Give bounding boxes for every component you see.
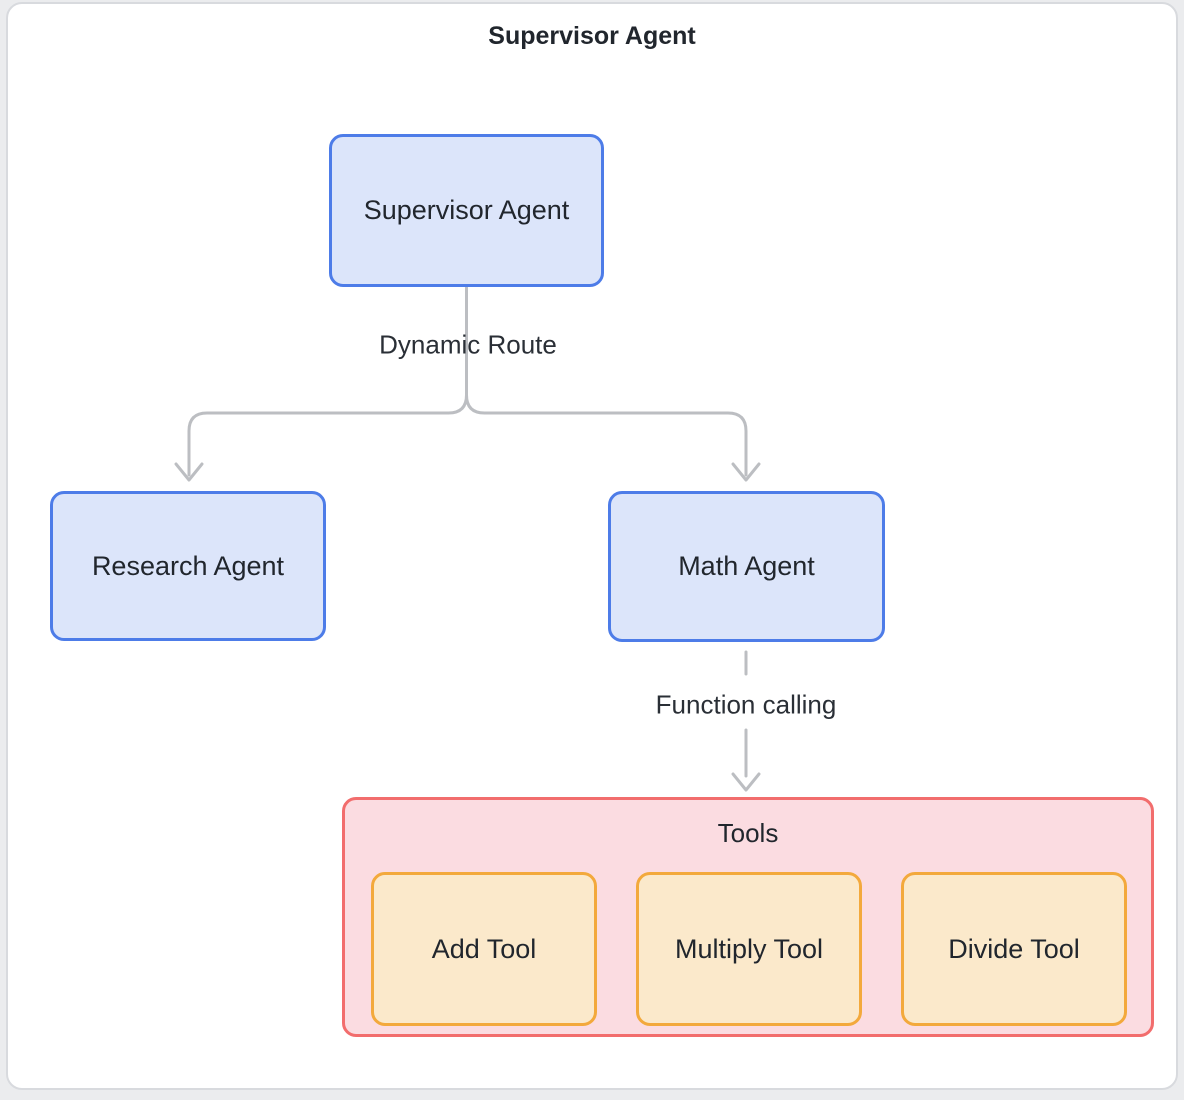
tool-divide-label: Divide Tool <box>948 933 1080 964</box>
edge-label-dynamic-route: Dynamic Route <box>379 329 557 360</box>
tools-group: Tools Add Tool Multiply Tool Divide Tool <box>342 797 1154 1037</box>
tools-row: Add Tool Multiply Tool Divide Tool <box>371 872 1131 1026</box>
tool-multiply-label: Multiply Tool <box>674 933 824 964</box>
arrowhead-research-icon <box>174 462 204 482</box>
node-supervisor-agent-label: Supervisor Agent <box>363 195 570 225</box>
edge-supervisor-research <box>187 286 468 477</box>
edge-label-function-calling: Function calling <box>655 689 837 720</box>
node-supervisor-agent: Supervisor Agent <box>329 134 604 287</box>
tools-group-label: Tools <box>717 818 779 848</box>
tool-divide: Divide Tool <box>901 872 1127 1026</box>
node-math-agent: Math Agent <box>608 491 885 642</box>
arrowhead-math-icon <box>731 462 761 482</box>
node-research-agent-label: Research Agent <box>91 550 285 581</box>
tool-add: Add Tool <box>371 872 597 1026</box>
diagram-title: Supervisor Agent <box>488 22 696 50</box>
tool-multiply: Multiply Tool <box>636 872 862 1026</box>
diagram-frame: Supervisor Agent Supervisor Agent Dynami… <box>6 2 1178 1090</box>
tool-add-label: Add Tool <box>431 933 537 964</box>
node-math-agent-label: Math Agent <box>678 551 815 581</box>
edge-supervisor-math <box>465 286 748 477</box>
arrowhead-tools-icon <box>731 772 761 792</box>
node-research-agent: Research Agent <box>50 491 326 641</box>
